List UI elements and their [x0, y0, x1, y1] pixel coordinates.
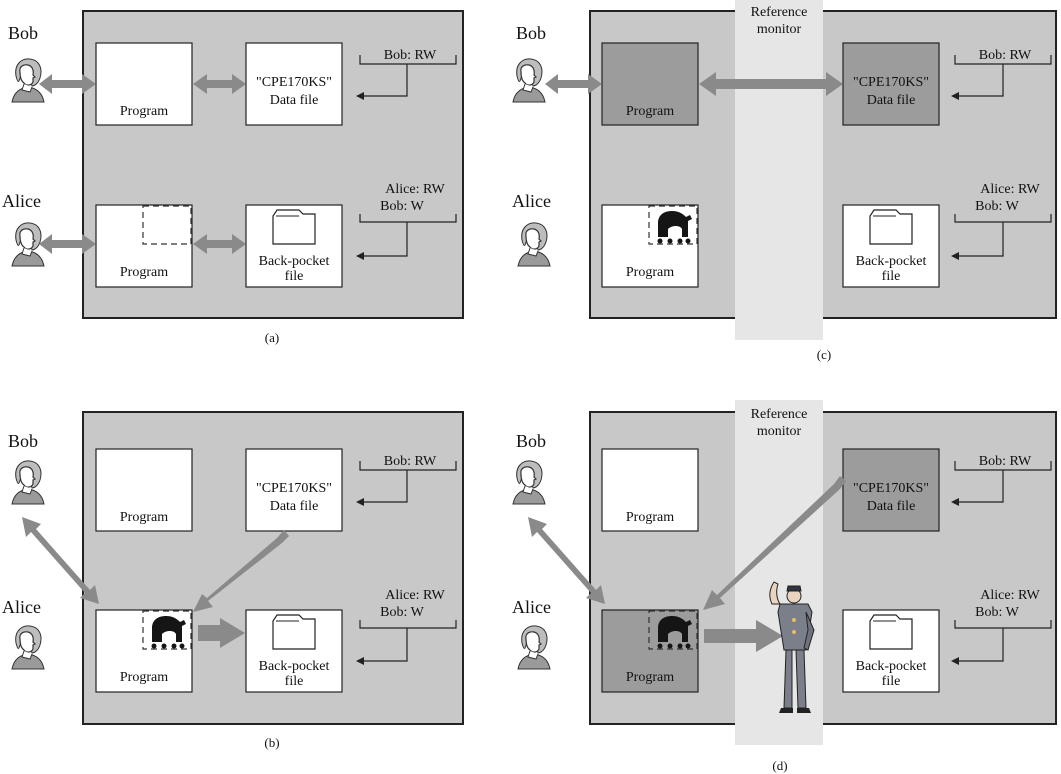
panel-d-monitor-line2: monitor: [757, 424, 802, 439]
panel-d-alice-icon: [518, 626, 550, 669]
panel-a-acl-back-2: Bob: W: [380, 199, 424, 214]
panel-a-alice-icon: [12, 223, 44, 266]
panel-a-back-pocket-line1: Back-pocket: [259, 254, 330, 269]
panel-b-data-file-type: Data file: [270, 499, 319, 514]
panel-b-data-file-name: "CPE170KS": [256, 481, 332, 496]
panel-b-program-label-2: Program: [120, 670, 168, 685]
panel-d-acl-back-1: Alice: RW: [980, 588, 1040, 603]
panel-d-back-pocket-line1: Back-pocket: [856, 659, 927, 674]
panel-a-caption: (a): [265, 330, 279, 345]
panel-b-back-pocket-line2: file: [285, 674, 304, 689]
panel-b-acl-back-1: Alice: RW: [385, 588, 445, 603]
panel-a-bob-icon: [12, 59, 44, 102]
panel-c-user-alice: Alice: [512, 191, 551, 211]
panel-b-user-alice: Alice: [2, 597, 41, 617]
panel-a-program-label-2: Program: [120, 265, 168, 280]
panel-c-program-label-1: Program: [626, 104, 674, 119]
panel-c-monitor-line1: Reference: [751, 5, 808, 20]
panel-c-acl-data: Bob: RW: [979, 48, 1032, 63]
panel-d-monitor-line1: Reference: [751, 407, 808, 422]
panel-a-user-alice: Alice: [2, 191, 41, 211]
panel-d: Reference monitor Bob Alice Program Prog…: [512, 400, 1056, 773]
panel-c-caption: (c): [817, 347, 831, 362]
panel-b-alice-icon: [12, 626, 44, 669]
panel-d-acl-back-2: Bob: W: [975, 605, 1019, 620]
panel-a-acl-back-1: Alice: RW: [385, 182, 445, 197]
panel-d-program-label-1: Program: [626, 510, 674, 525]
panel-c-alice-icon: [518, 223, 550, 266]
panel-b-folder-icon: [273, 615, 315, 649]
panel-d-program-label-2: Program: [626, 670, 674, 685]
panel-c-acl-back-2: Bob: W: [975, 199, 1019, 214]
panel-d-caption: (d): [772, 758, 787, 773]
panel-a-folder-icon: [273, 210, 315, 244]
panel-c-back-pocket-line2: file: [882, 269, 901, 284]
panel-c-acl-back-1: Alice: RW: [980, 182, 1040, 197]
panel-d-user-alice: Alice: [512, 597, 551, 617]
panel-c-monitor-line2: monitor: [757, 22, 802, 37]
panel-a-data-file-type: Data file: [270, 93, 319, 108]
panel-a-back-pocket-line2: file: [285, 269, 304, 284]
panel-b: Bob Alice Program Program "CPE170KS" Dat…: [2, 412, 463, 750]
panel-c-data-file-type: Data file: [867, 93, 916, 108]
panel-d-reference-monitor-band: [735, 400, 823, 745]
panel-a: Bob Alice Program Program "CPE170KS" Dat…: [2, 11, 463, 345]
panel-a-acl-data: Bob: RW: [384, 48, 437, 63]
panel-b-acl-back-2: Bob: W: [380, 605, 424, 620]
panel-a-user-bob: Bob: [8, 23, 38, 43]
panel-b-bob-icon: [12, 461, 44, 504]
panel-d-bob-icon: [513, 461, 545, 504]
panel-c-folder-icon: [870, 210, 912, 244]
panel-d-acl-data: Bob: RW: [979, 454, 1032, 469]
panel-b-acl-data: Bob: RW: [384, 454, 437, 469]
panel-c-user-bob: Bob: [516, 23, 546, 43]
panel-d-user-bob: Bob: [516, 431, 546, 451]
panel-b-back-pocket-line1: Back-pocket: [259, 659, 330, 674]
panel-b-program-label-1: Program: [120, 510, 168, 525]
panel-c: Reference monitor Bob Alice Program Prog…: [512, 0, 1056, 362]
panel-d-data-file-type: Data file: [867, 499, 916, 514]
panel-b-user-bob: Bob: [8, 431, 38, 451]
panel-a-data-file-name: "CPE170KS": [256, 75, 332, 90]
panel-c-reference-monitor-band: [735, 0, 823, 340]
panel-a-program-label-1: Program: [120, 104, 168, 119]
panel-c-data-file-name: "CPE170KS": [853, 75, 929, 90]
panel-d-data-file-name: "CPE170KS": [853, 481, 929, 496]
panel-d-folder-icon: [870, 615, 912, 649]
panel-b-caption: (b): [264, 735, 279, 750]
panel-c-back-pocket-line1: Back-pocket: [856, 254, 927, 269]
panel-d-back-pocket-line2: file: [882, 674, 901, 689]
panel-c-program-label-2: Program: [626, 265, 674, 280]
panel-c-bob-icon: [513, 59, 545, 102]
